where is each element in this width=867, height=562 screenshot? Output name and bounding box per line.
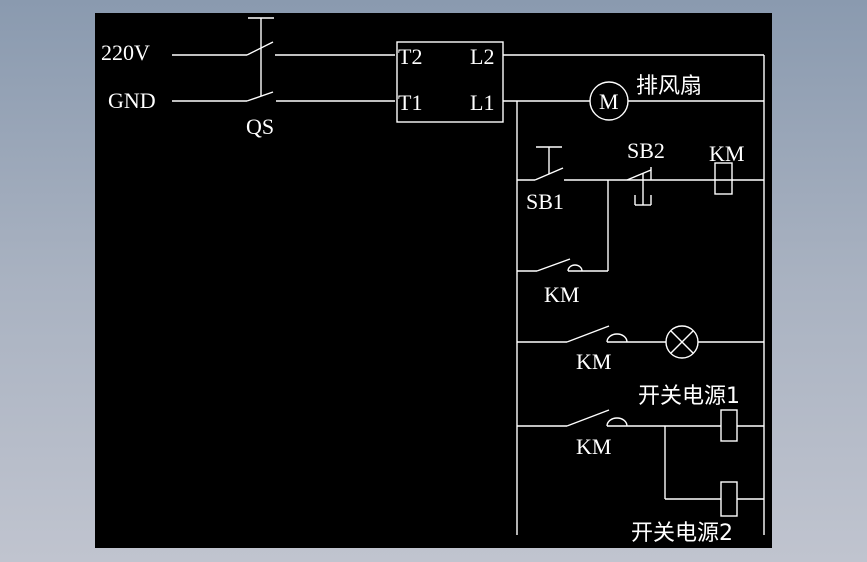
label-psu2: 开关电源2 xyxy=(631,521,733,546)
label-sb2: SB2 xyxy=(627,138,665,163)
rung-holding xyxy=(517,258,608,272)
rung-psu xyxy=(517,409,764,517)
label-sb1: SB1 xyxy=(526,189,564,214)
qs-switch xyxy=(172,17,395,102)
label-l1: L1 xyxy=(470,90,494,115)
label-km-psu: KM xyxy=(576,434,611,459)
power-module-box xyxy=(396,41,504,123)
rung-lamp xyxy=(517,325,764,359)
label-km-holding: KM xyxy=(544,282,579,307)
schematic-canvas: 220V GND QS T2 T1 L2 L1 M 排风扇 xyxy=(95,13,772,548)
label-l2: L2 xyxy=(470,44,494,69)
label-t1: T1 xyxy=(398,90,422,115)
label-220v: 220V xyxy=(101,40,150,65)
label-t2: T2 xyxy=(398,44,422,69)
label-motor-m: M xyxy=(599,89,619,114)
schematic-svg: 220V GND QS T2 T1 L2 L1 M 排风扇 xyxy=(101,17,765,546)
label-fan: 排风扇 xyxy=(636,74,702,99)
label-gnd: GND xyxy=(108,88,156,113)
label-km-coil: KM xyxy=(709,141,744,166)
rung-control xyxy=(517,146,764,271)
label-qs: QS xyxy=(246,114,274,139)
label-psu1: 开关电源1 xyxy=(638,384,740,409)
label-km-lamp: KM xyxy=(576,349,611,374)
